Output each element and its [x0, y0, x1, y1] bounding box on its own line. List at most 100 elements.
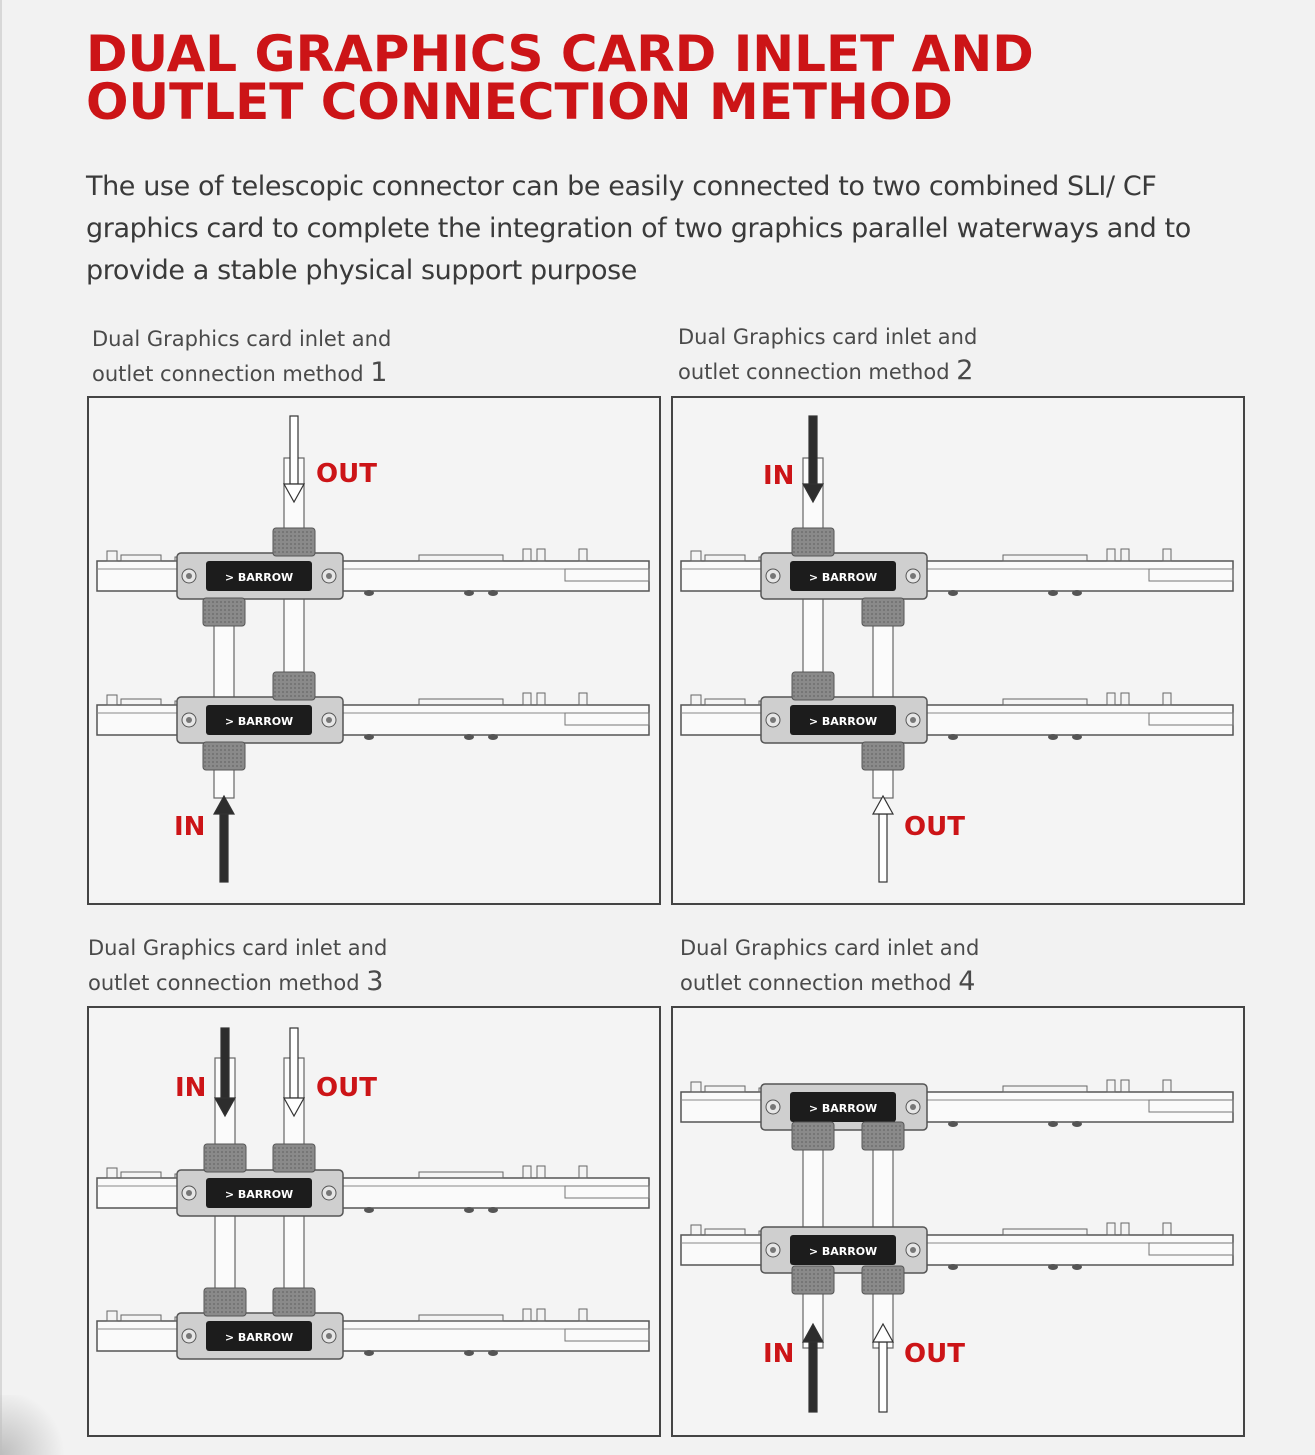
fitting-body	[272, 1143, 316, 1173]
arrow-shaft	[808, 1341, 818, 1413]
card-screw	[1048, 590, 1058, 596]
fitting	[272, 1287, 316, 1317]
terminal-screw	[910, 573, 916, 579]
flow-label-in: IN	[175, 1073, 206, 1103]
brand-plate	[790, 1092, 896, 1122]
card-component	[1120, 692, 1130, 706]
card-bracket	[1148, 1242, 1234, 1256]
fitting-body	[861, 741, 905, 771]
brand-plate	[790, 561, 896, 591]
fitting	[861, 597, 905, 627]
card-component	[690, 550, 702, 562]
card-bracket	[564, 1185, 650, 1199]
diagram-panel-method-1: > BARROW> BARROW OUT IN	[87, 396, 661, 905]
card-component	[704, 1228, 746, 1236]
fitting	[791, 1265, 835, 1295]
left-edge-line	[0, 0, 2, 1455]
card-component	[1162, 548, 1172, 562]
fitting	[202, 597, 246, 627]
fitting-body	[272, 1287, 316, 1317]
card-bracket	[564, 712, 650, 726]
card-component	[578, 1308, 588, 1322]
terminal-screw	[186, 573, 192, 579]
caption-method-4: Dual Graphics card inlet and outlet conn…	[680, 932, 979, 1000]
card-screw	[488, 1207, 498, 1213]
card-screw	[464, 734, 474, 740]
terminal-screw	[770, 1247, 776, 1253]
card-screw	[1048, 1121, 1058, 1127]
arrow-out-icon	[282, 1027, 306, 1118]
card-screw	[364, 734, 374, 740]
card-screw	[364, 1350, 374, 1356]
card-bracket	[1148, 568, 1234, 582]
arrow-head	[282, 1097, 306, 1118]
flow-label-out: OUT	[316, 1073, 377, 1103]
card-component	[536, 692, 546, 706]
card-component	[1106, 692, 1116, 706]
card-bracket	[564, 568, 650, 582]
corner-shadow	[0, 1395, 70, 1455]
caption-method-3: Dual Graphics card inlet and outlet conn…	[88, 932, 387, 1000]
card-component	[1120, 548, 1130, 562]
card-component	[704, 698, 746, 706]
fitting	[791, 671, 835, 701]
brand-logo-text: > BARROW	[809, 571, 877, 584]
fitting	[861, 741, 905, 771]
diagram-art: > BARROW> BARROW	[680, 1079, 1234, 1413]
card-screw	[948, 1121, 958, 1127]
fitting	[791, 527, 835, 557]
brand-plate	[206, 1321, 312, 1351]
caption-method-2: Dual Graphics card inlet and outlet conn…	[678, 321, 977, 389]
fitting	[272, 1143, 316, 1173]
brand-plate	[790, 705, 896, 735]
caption-method-1: Dual Graphics card inlet and outlet conn…	[92, 323, 391, 391]
card-screw	[488, 734, 498, 740]
arrow-out-icon	[871, 794, 895, 883]
card-component	[690, 694, 702, 706]
card-component	[1120, 1222, 1130, 1236]
card-component	[522, 548, 532, 562]
terminal-screw	[186, 717, 192, 723]
brand-logo-text: > BARROW	[809, 715, 877, 728]
arrow-shaft	[878, 813, 888, 883]
terminal-screw	[186, 1190, 192, 1196]
caption-line-1: Dual Graphics card inlet and	[92, 327, 392, 351]
fitting-body	[202, 741, 246, 771]
terminal-screw	[326, 1333, 332, 1339]
card-component	[1106, 1222, 1116, 1236]
card-component	[106, 550, 118, 562]
fitting-body	[791, 1265, 835, 1295]
arrow-shaft	[219, 813, 229, 883]
fitting-body	[272, 671, 316, 701]
brand-logo-text: > BARROW	[809, 1102, 877, 1115]
card-component	[536, 1165, 546, 1179]
card-screw	[464, 590, 474, 596]
card-component	[418, 1314, 504, 1322]
fitting	[791, 1121, 835, 1151]
card-component	[418, 1171, 504, 1179]
diagram-art: > BARROW> BARROW	[96, 415, 650, 883]
flow-label-in: IN	[763, 1339, 794, 1369]
graphics-card: > BARROW	[96, 1308, 650, 1360]
brand-logo-text: > BARROW	[225, 1188, 293, 1201]
fitting	[861, 1265, 905, 1295]
card-component	[522, 1165, 532, 1179]
brand-plate	[206, 1178, 312, 1208]
arrow-shaft	[220, 1027, 230, 1099]
card-component	[1106, 548, 1116, 562]
diagram-method-4: > BARROW> BARROW IN OUT	[680, 1079, 1234, 1413]
card-component	[690, 1081, 702, 1093]
arrow-head	[212, 794, 236, 815]
fitting-body	[861, 1121, 905, 1151]
brand-logo-text: > BARROW	[225, 1331, 293, 1344]
flow-label-in: IN	[174, 812, 205, 842]
card-screw	[488, 1350, 498, 1356]
card-component	[1002, 1085, 1088, 1093]
graphics-card: > BARROW	[96, 1165, 650, 1217]
card-screw	[364, 590, 374, 596]
title-line-1: DUAL GRAPHICS CARD INLET AND	[86, 25, 1034, 83]
graphics-card: > BARROW	[96, 692, 650, 744]
arrow-head	[213, 1097, 237, 1118]
brand-plate	[206, 561, 312, 591]
card-screw	[1048, 734, 1058, 740]
